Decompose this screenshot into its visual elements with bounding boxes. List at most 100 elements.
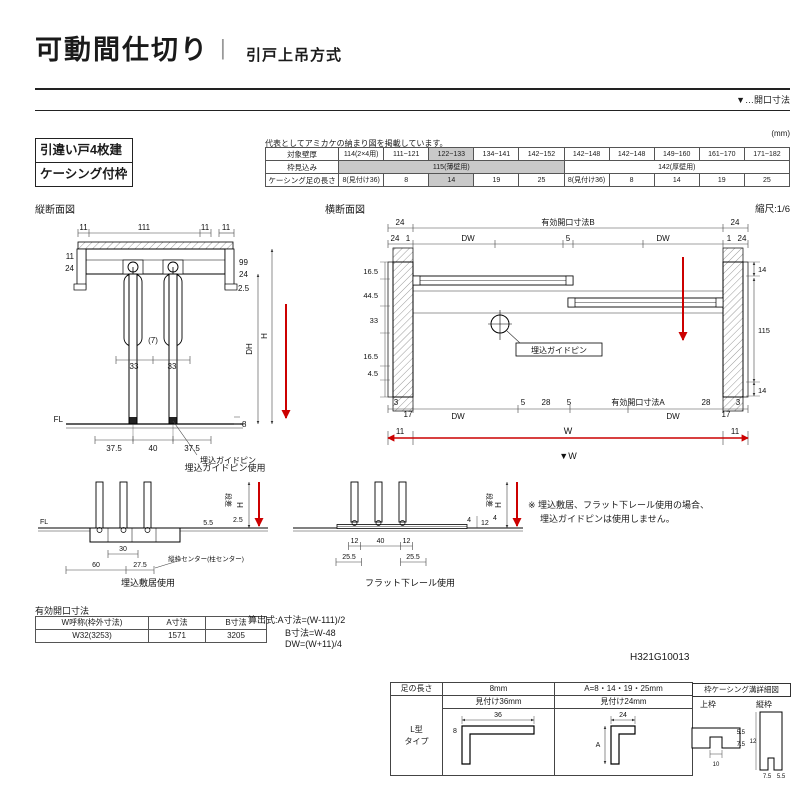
svg-text:(7): (7) (148, 336, 158, 345)
usage-note-line-1: ※ 埋込敷居、フラット下レール使用の場合、 (528, 500, 710, 510)
table-row: 枠見込み 115(薄壁用) 142(厚壁用) (264, 160, 791, 174)
page-title: 可動間仕切り (35, 35, 209, 65)
svg-text:1: 1 (406, 234, 411, 243)
casing-leg-table: 足の長さ 8mm A=8・14・19・25mm L型 タイプ 見付け36mm 見… (390, 682, 693, 776)
svg-text:A: A (595, 742, 600, 749)
svg-text:24: 24 (239, 270, 248, 279)
svg-text:17: 17 (404, 410, 413, 419)
svg-text:H: H (236, 502, 245, 508)
svg-text:99: 99 (239, 258, 248, 267)
spec-unit: (mm) (771, 129, 790, 138)
usage-note: ※ 埋込敷居、フラット下レール使用の場合、 埋込ガイドピンは使用しません。 (528, 498, 709, 526)
svg-text:12: 12 (750, 739, 757, 745)
svg-text:3: 3 (736, 398, 741, 407)
vertical-section-drawing: 11 111 11 11 11 24 99 24 2.5 (7) 33 33 D… (54, 223, 291, 465)
svg-text:DW: DW (451, 412, 465, 421)
svg-text:33: 33 (370, 316, 378, 325)
svg-text:36: 36 (494, 712, 502, 719)
svg-text:27.5: 27.5 (133, 562, 147, 569)
casing-36-cell: 36 8 (442, 708, 555, 776)
casing-24-cell: 24 A (554, 708, 693, 776)
dimension-labels: 段差 4 4 H 12 40 12 12 25.5 25.5 フラット下レール使… (342, 493, 503, 588)
row-header: 対象壁厚 (264, 147, 340, 161)
floor-lines (66, 423, 243, 429)
jambs-and-walls (387, 247, 749, 412)
hanging-rollers (127, 261, 179, 276)
svg-text:7.5: 7.5 (763, 774, 772, 780)
svg-text:5.5: 5.5 (203, 520, 213, 527)
casing-36-profile: 36 8 (453, 712, 535, 765)
svg-text:11: 11 (731, 427, 740, 436)
guide-pin (129, 417, 137, 424)
flat-rail-caption: フラット下レール使用 (365, 577, 455, 588)
row-header: 枠見込み (264, 160, 340, 174)
step-label: 段差 (485, 493, 494, 507)
svg-text:28: 28 (702, 398, 711, 407)
dimension-lines (380, 224, 760, 445)
svg-text:40: 40 (377, 538, 385, 545)
svg-text:5: 5 (567, 398, 572, 407)
cross-section-title: 横断面図 (325, 205, 365, 216)
svg-text:DW: DW (461, 234, 475, 243)
svg-text:16.5: 16.5 (363, 352, 378, 361)
svg-text:5.5: 5.5 (737, 730, 746, 736)
svg-text:5: 5 (521, 398, 526, 407)
table-row: 足の長さ 8mm A=8・14・19・25mm (390, 682, 693, 696)
scale-label: 縮尺:1/6 (755, 204, 790, 215)
svg-text:40: 40 (149, 444, 158, 453)
svg-text:DW: DW (656, 234, 670, 243)
svg-text:25.5: 25.5 (342, 554, 356, 561)
svg-text:30: 30 (119, 546, 127, 553)
svg-text:24: 24 (65, 264, 74, 273)
page-subtitle: 引戸上吊方式 (246, 47, 343, 64)
table-row: W呼称(枠外寸法) A寸法 B寸法 (35, 616, 267, 630)
svg-text:12: 12 (403, 538, 411, 545)
svg-text:44.5: 44.5 (363, 291, 378, 300)
svg-text:11: 11 (222, 223, 231, 232)
table-row: 36 8 24 A (391, 708, 693, 776)
svg-text:3: 3 (394, 398, 399, 407)
dimension-labels: FL 段差 2.5 5.5 H 30 縦枠センター(柱センター) 60 27.5… (40, 493, 245, 588)
product-line-1: 引違い戸4枚建 (35, 138, 133, 163)
svg-text:8: 8 (453, 728, 457, 735)
dim-dh: DH (245, 343, 254, 355)
svg-text:37.5: 37.5 (184, 444, 200, 453)
flat-rail-detail-drawing: 段差 4 4 H 12 40 12 12 25.5 25.5 フラット下レール使… (293, 481, 523, 588)
svg-text:24: 24 (396, 218, 405, 227)
svg-text:2.5: 2.5 (233, 517, 243, 524)
upper-frame-label: 上枠 (700, 700, 716, 709)
svg-text:11: 11 (66, 252, 75, 261)
step-label: 段差 (224, 493, 233, 507)
svg-text:24: 24 (391, 234, 400, 243)
product-box: 引違い戸4枚建 ケーシング付枠 (35, 138, 133, 187)
tracks-and-panels (412, 275, 724, 314)
door-panels (123, 273, 183, 425)
svg-text:4.5: 4.5 (368, 369, 378, 378)
document-code: H321G10013 (630, 652, 690, 663)
svg-text:5.5: 5.5 (777, 774, 786, 780)
svg-text:17: 17 (722, 410, 731, 419)
svg-text:24: 24 (731, 218, 740, 227)
sill-caption: 埋込敷居使用 (121, 577, 175, 588)
svg-text:24: 24 (619, 712, 627, 719)
svg-text:4: 4 (493, 515, 497, 522)
floor-and-sill (38, 527, 268, 543)
opening-dimension-table: W呼称(枠外寸法) A寸法 B寸法 W32(3253) 1571 3205 (35, 616, 267, 643)
floor-level-label: FL (40, 519, 48, 526)
svg-text:33: 33 (168, 362, 177, 371)
svg-text:115: 115 (758, 326, 770, 335)
guide-pin (169, 417, 177, 424)
table-row: L型 タイプ 見付け36mm 見付け24mm (390, 695, 693, 776)
svg-text:8: 8 (242, 420, 247, 429)
opening-table-title: 有効開口寸法 (35, 606, 90, 616)
dimension-lines (65, 481, 251, 574)
svg-text:60: 60 (92, 562, 100, 569)
guide-pin-plan (488, 310, 603, 357)
svg-text:DW: DW (666, 412, 680, 421)
svg-text:11: 11 (396, 427, 405, 436)
pin-usage-caption: 埋込ガイドピン使用 (184, 463, 266, 473)
